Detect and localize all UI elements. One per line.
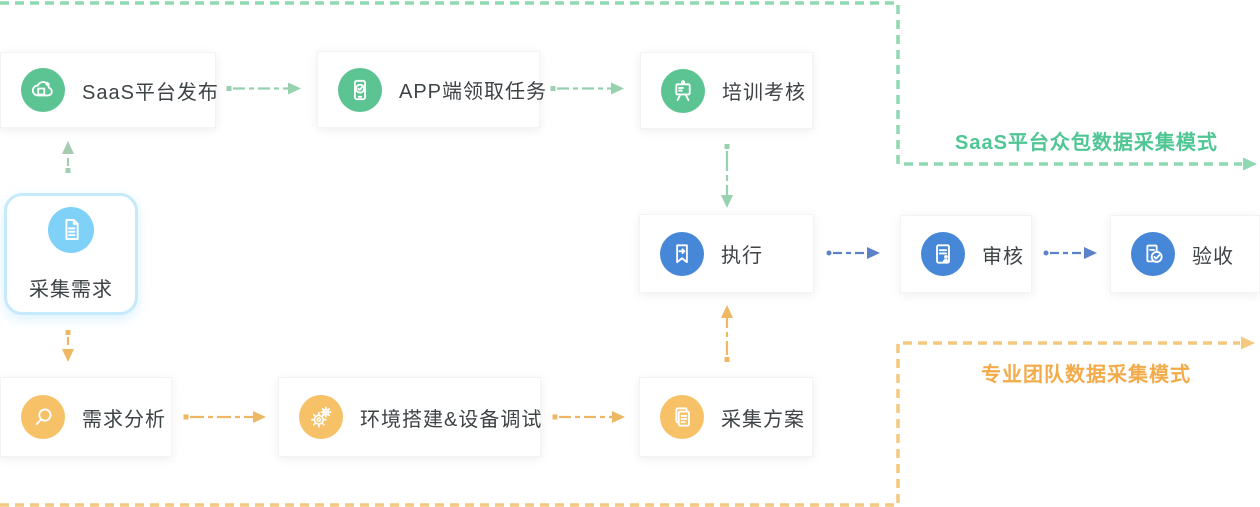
document-icon <box>48 206 94 253</box>
pro-mode-label: 专业团队数据采集模式 <box>981 364 1191 386</box>
arrow-training-to-execute <box>721 144 733 208</box>
cloud-upload-icon <box>21 68 65 112</box>
node-label: SaaS平台发布 <box>82 81 219 104</box>
node-review: 审核 <box>900 215 1032 293</box>
node-label: 验收 <box>1192 245 1234 268</box>
arrow-app-to-training <box>550 82 624 95</box>
copy-documents-icon <box>660 395 704 439</box>
arrow-demand-to-saas <box>62 141 74 173</box>
gears-icon <box>299 395 343 439</box>
arrow-review-to-accept <box>1043 247 1097 259</box>
node-env-setup: 环境搭建&设备调试 <box>278 377 541 457</box>
arrow-env-to-plan <box>552 411 625 423</box>
node-app-task: APP端领取任务 <box>317 51 546 128</box>
node-label: APP端领取任务 <box>399 81 548 103</box>
arrow-plan-to-execute <box>721 305 733 362</box>
node-label: 采集需求 <box>29 278 113 301</box>
check-document-icon <box>1131 232 1175 276</box>
arrow-execute-to-review <box>826 247 880 259</box>
node-training: 培训考核 <box>640 52 813 129</box>
saas-mode-label: SaaS平台众包数据采集模式 <box>955 132 1218 154</box>
node-collect-demand: 采集需求 <box>4 193 138 315</box>
arrow-demand-to-analysis <box>62 330 74 362</box>
bookmark-arrow-icon <box>660 231 704 276</box>
arrow-analysis-to-env <box>183 411 266 423</box>
magnifier-icon <box>21 395 65 439</box>
phone-check-icon <box>338 67 382 112</box>
node-label: 环境搭建&设备调试 <box>360 408 543 431</box>
audit-document-icon <box>921 232 965 276</box>
arrow-saas-to-app <box>226 82 301 95</box>
node-saas-publish: SaaS平台发布 <box>0 52 219 128</box>
node-label: 需求分析 <box>82 408 166 431</box>
node-collect-plan: 采集方案 <box>639 377 813 457</box>
node-label: 采集方案 <box>721 408 805 431</box>
node-label: 审核 <box>982 245 1024 268</box>
node-execute: 执行 <box>639 214 814 293</box>
node-label: 培训考核 <box>722 82 806 104</box>
node-label: 执行 <box>721 245 763 267</box>
node-demand-analysis: 需求分析 <box>0 377 172 457</box>
presentation-board-icon <box>661 68 705 113</box>
node-accept: 验收 <box>1110 215 1260 293</box>
